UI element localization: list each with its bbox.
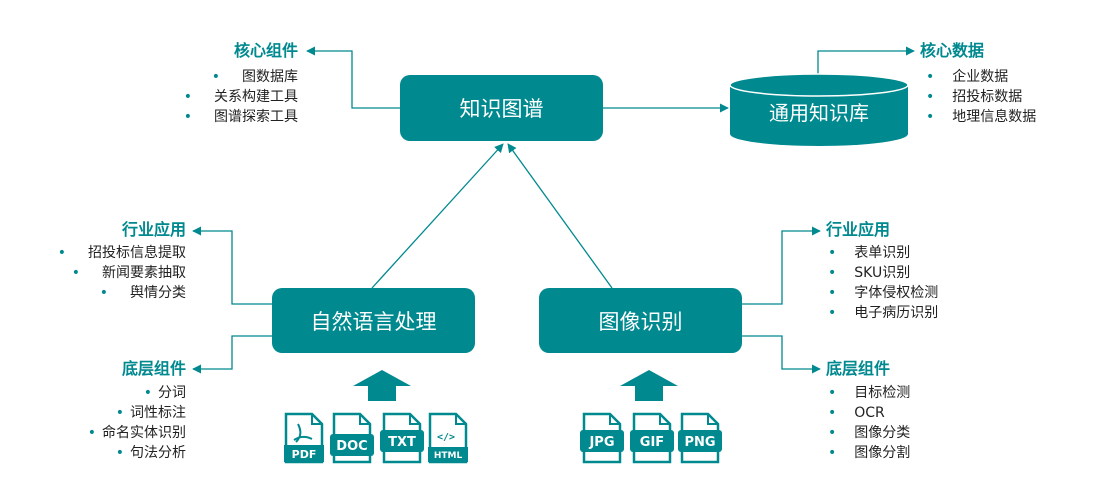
nlp-to-kg-arrow — [371, 143, 504, 289]
html-file-icon: </> HTML — [428, 412, 468, 464]
svg-text:</>: </> — [437, 432, 455, 443]
kg-components-heading: 核心组件 — [233, 41, 298, 60]
svg-text:PDF: PDF — [292, 448, 317, 461]
img-to-kg-arrow — [507, 143, 613, 289]
kg-to-components-arrow — [306, 46, 400, 109]
doc-file-icon: DOC — [330, 412, 374, 464]
list-item: •图谱探索工具 — [183, 109, 298, 125]
kb-data-list: •企业数据 •招投标数据 •地理信息数据 — [926, 67, 1036, 127]
list-item: •图像分割 — [828, 445, 911, 461]
svg-text:TXT: TXT — [388, 435, 416, 450]
list-item: •图像分类 — [828, 425, 911, 441]
nlp-node: 自然语言处理 — [272, 288, 475, 353]
list-item: •词性标注 — [115, 405, 186, 421]
knowledge-graph-label: 知识图谱 — [459, 97, 544, 121]
png-file-icon: PNG — [678, 412, 722, 464]
nlp-to-base-arrow — [192, 335, 272, 374]
kb-data-heading: 核心数据 — [920, 41, 985, 60]
img-base-list: •目标检测 •OCR •图像分类 •图像分割 — [828, 383, 910, 463]
txt-file-icon: TXT — [380, 412, 424, 464]
nlp-industry-list: •招投标信息提取 •新闻要素抽取 •舆情分类 — [20, 243, 186, 303]
list-item: •新闻要素抽取 — [71, 265, 186, 281]
nlp-to-industry-arrow — [192, 226, 272, 305]
list-item: •句法分析 — [115, 445, 186, 461]
kb-to-data-arrow — [817, 46, 915, 75]
knowledge-graph-node: 知识图谱 — [400, 75, 603, 141]
knowledge-base-node — [729, 73, 909, 146]
gif-file-icon: GIF — [630, 412, 674, 464]
svg-text:PNG: PNG — [684, 435, 715, 450]
list-item: •招投标数据 — [926, 89, 1023, 105]
list-item: •企业数据 — [926, 69, 1009, 85]
nlp-base-list: •分词 •词性标注 •命名实体识别 •句法分析 — [20, 383, 186, 463]
list-item: •图数据库 — [211, 69, 298, 85]
svg-text:JPG: JPG — [588, 435, 614, 450]
img-industry-heading: 行业应用 — [826, 220, 891, 239]
image-recognition-label: 图像识别 — [598, 309, 683, 334]
nlp-input-up-arrow — [353, 370, 411, 401]
img-to-industry-arrow — [742, 226, 821, 305]
img-base-heading: 底层组件 — [826, 359, 891, 378]
svg-text:DOC: DOC — [336, 439, 367, 454]
list-item: •招投标信息提取 — [57, 245, 186, 261]
list-item: •字体侵权检测 — [828, 285, 939, 301]
image-recognition-node: 图像识别 — [539, 288, 742, 353]
svg-text:GIF: GIF — [640, 435, 664, 450]
list-item: •地理信息数据 — [926, 109, 1037, 125]
list-item: •表单识别 — [828, 245, 911, 261]
list-item: •命名实体识别 — [87, 425, 186, 441]
list-item: •关系构建工具 — [183, 89, 298, 105]
nlp-label: 自然语言处理 — [310, 309, 437, 334]
list-item: •SKU识别 — [828, 265, 911, 281]
svg-text:HTML: HTML — [434, 451, 463, 461]
nlp-base-heading: 底层组件 — [121, 359, 186, 378]
nlp-industry-heading: 行业应用 — [121, 220, 186, 239]
list-item: •舆情分类 — [99, 285, 186, 301]
list-item: •目标检测 — [828, 385, 911, 401]
pdf-file-icon: PDF — [284, 412, 324, 464]
img-industry-list: •表单识别 •SKU识别 •字体侵权检测 •电子病历识别 — [828, 243, 938, 323]
list-item: •OCR — [828, 405, 885, 421]
knowledge-base-label: 通用知识库 — [769, 100, 869, 125]
jpg-file-icon: JPG — [580, 412, 624, 464]
list-item: •电子病历识别 — [828, 305, 939, 321]
img-to-base-arrow — [742, 335, 821, 374]
list-item: •分词 — [143, 385, 186, 401]
kg-components-list: •图数据库 •关系构建工具 •图谱探索工具 — [120, 67, 298, 127]
img-input-up-arrow — [620, 370, 678, 401]
